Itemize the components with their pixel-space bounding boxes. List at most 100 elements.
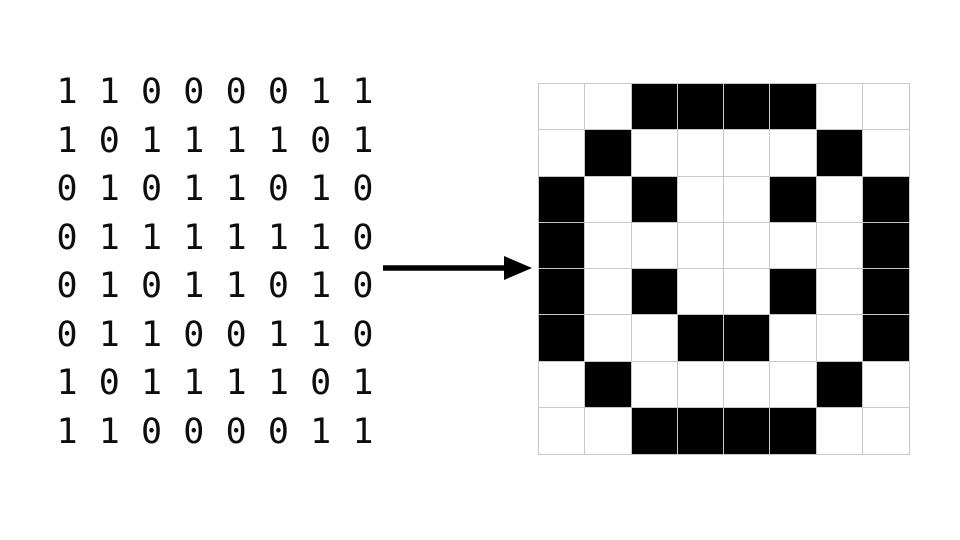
pixel-cell [631, 222, 678, 269]
transform-arrow [380, 248, 535, 288]
binary-digit: 1 [267, 363, 289, 404]
binary-digit: 1 [183, 120, 205, 161]
binary-digit: 0 [352, 314, 374, 355]
pixel-cell [770, 130, 817, 177]
binary-digit: 0 [352, 266, 374, 307]
binary-digit: 0 [141, 411, 163, 452]
binary-digit: 0 [310, 363, 332, 404]
pixel-cell [539, 84, 586, 131]
binary-digit: 1 [183, 266, 205, 307]
pixel-cell [539, 269, 586, 316]
binary-digit: 0 [267, 266, 289, 307]
pixel-cell [724, 315, 771, 362]
pixel-cell [862, 176, 909, 223]
pixel-cell [585, 222, 632, 269]
binary-digit: 0 [56, 217, 78, 258]
binary-digit: 0 [141, 266, 163, 307]
pixel-cell [677, 407, 724, 454]
pixel-cell [585, 176, 632, 223]
pixel-cell [724, 176, 771, 223]
pixel-cell [770, 269, 817, 316]
binary-digit: 1 [183, 217, 205, 258]
pixel-cell [862, 130, 909, 177]
pixel-cell [770, 84, 817, 131]
binary-digit: 1 [98, 72, 120, 112]
binary-digit: 1 [225, 169, 247, 210]
binary-digit: 1 [310, 169, 332, 210]
binary-digit: 1 [352, 72, 374, 112]
pixel-cell [677, 269, 724, 316]
binary-digit: 1 [310, 314, 332, 355]
pixel-cell [862, 407, 909, 454]
binary-digit: 0 [98, 363, 120, 404]
pixel-cell [631, 130, 678, 177]
pixel-cell [724, 269, 771, 316]
pixel-cell [585, 361, 632, 408]
binary-digit: 0 [225, 411, 247, 452]
pixel-cell [770, 407, 817, 454]
pixel-cell [539, 407, 586, 454]
binary-digit: 1 [183, 363, 205, 404]
binary-digit: 1 [225, 217, 247, 258]
binary-digit: 1 [310, 411, 332, 452]
pixel-cell [816, 407, 863, 454]
binary-digit: 1 [56, 411, 78, 452]
binary-digit: 1 [352, 120, 374, 161]
pixel-cell [631, 176, 678, 223]
binary-digit: 0 [310, 120, 332, 161]
binary-digit: 0 [56, 169, 78, 210]
pixel-cell [770, 222, 817, 269]
binary-digit: 0 [225, 72, 247, 112]
binary-digit: 1 [98, 314, 120, 355]
pixel-cell [862, 84, 909, 131]
pixel-cell [862, 315, 909, 362]
pixel-cell [770, 361, 817, 408]
binary-digit: 0 [352, 169, 374, 210]
binary-digit: 0 [352, 217, 374, 258]
binary-digit: 0 [56, 314, 78, 355]
binary-digit: 0 [267, 411, 289, 452]
pixel-cell [539, 361, 586, 408]
binary-digit: 0 [267, 169, 289, 210]
binary-digit: 0 [183, 72, 205, 112]
pixel-cell [585, 84, 632, 131]
pixel-cell [631, 84, 678, 131]
pixel-cell [862, 361, 909, 408]
pixel-cell [585, 315, 632, 362]
binary-digit: 0 [183, 314, 205, 355]
pixel-cell [539, 222, 586, 269]
pixel-cell [631, 315, 678, 362]
right-arrow-icon [383, 256, 532, 280]
pixel-cell [816, 84, 863, 131]
binary-digit: 1 [98, 169, 120, 210]
binary-digit: 1 [56, 363, 78, 404]
pixel-cell [724, 222, 771, 269]
pixel-cell [585, 407, 632, 454]
pixel-cell [677, 222, 724, 269]
binary-digit: 1 [310, 217, 332, 258]
binary-digit: 1 [352, 411, 374, 452]
pixel-cell [631, 269, 678, 316]
binary-digit: 1 [267, 217, 289, 258]
binary-digit: 1 [310, 266, 332, 307]
pixel-cell [631, 407, 678, 454]
binary-digit: 0 [267, 72, 289, 112]
pixel-cell [539, 176, 586, 223]
pixel-grid [538, 83, 910, 455]
pixel-cell [585, 130, 632, 177]
pixel-cell [862, 269, 909, 316]
binary-digit: 1 [267, 314, 289, 355]
binary-digit: 1 [225, 120, 247, 161]
binary-digit: 1 [183, 169, 205, 210]
pixel-cell [816, 222, 863, 269]
pixel-cell [724, 130, 771, 177]
binary-digit: 1 [352, 363, 374, 404]
pixel-cell [816, 176, 863, 223]
binary-digit: 1 [141, 314, 163, 355]
binary-digit: 1 [225, 363, 247, 404]
